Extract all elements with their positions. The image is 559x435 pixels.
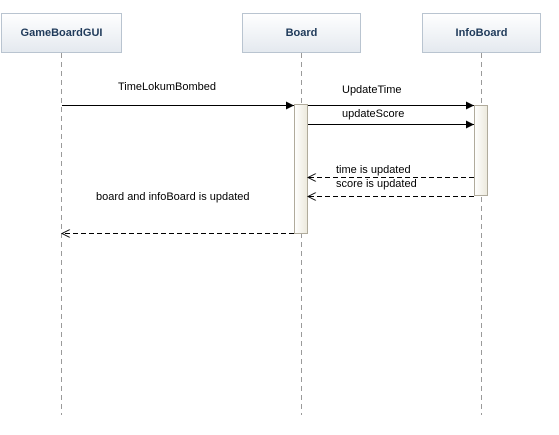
participant-label: Board: [286, 27, 318, 39]
participant-infoboard[interactable]: InfoBoard: [422, 13, 541, 53]
message-label: time is updated: [336, 164, 411, 176]
participant-gameboardgui[interactable]: GameBoardGUI: [1, 13, 122, 53]
message-label: board and infoBoard is updated: [96, 191, 250, 203]
message-label: TimeLokumBombed: [118, 81, 216, 93]
message-label: UpdateTime: [342, 84, 402, 96]
participant-label: InfoBoard: [456, 27, 508, 39]
participant-board[interactable]: Board: [242, 13, 361, 53]
message-updatetime[interactable]: UpdateTime: [308, 84, 474, 110]
participant-label: GameBoardGUI: [21, 27, 103, 39]
message-time-is-updated[interactable]: time is updated: [308, 164, 474, 178]
message-board-and-infoboard-is-updated[interactable]: board and infoBoard is updated: [62, 191, 294, 234]
message-updatescore[interactable]: updateScore: [308, 108, 474, 129]
message-timelokumbombed[interactable]: TimeLokumBombed: [62, 81, 294, 110]
message-label: updateScore: [342, 108, 404, 120]
activation-board: [294, 104, 308, 234]
message-label: score is updated: [336, 178, 417, 190]
activation-infoboard: [474, 105, 488, 196]
message-score-is-updated[interactable]: score is updated: [308, 178, 474, 197]
